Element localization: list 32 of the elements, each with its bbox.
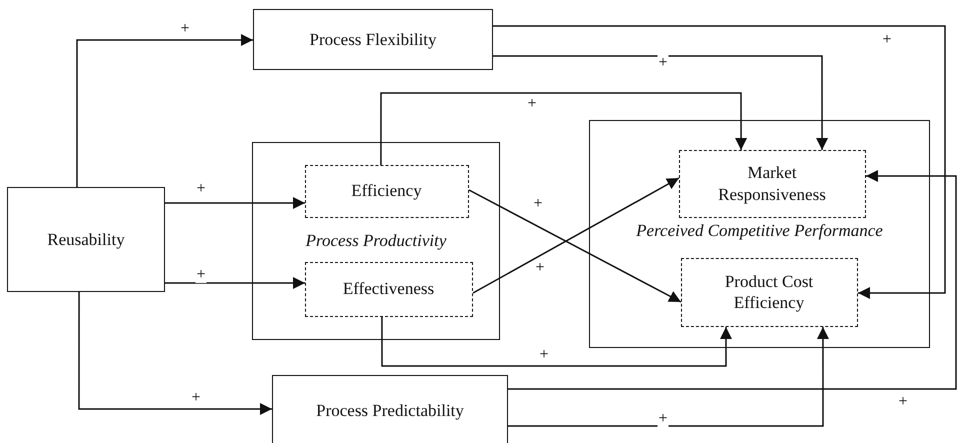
- node-label: Product Cost Efficiency: [724, 270, 814, 314]
- node-label: Efficiency: [350, 180, 423, 202]
- arrow: [493, 25, 946, 299]
- process-box: [272, 375, 508, 443]
- arrow: [493, 55, 828, 150]
- node-label: Process Predictability: [315, 400, 465, 422]
- arrow: [472, 177, 680, 294]
- group-box: [252, 142, 500, 340]
- node-label: Market Responsiveness: [717, 162, 827, 205]
- construct-box: [304, 262, 472, 316]
- group-label: Perceived Competitive Performance: [635, 221, 884, 241]
- arrow: [381, 317, 732, 367]
- process-box: [253, 9, 493, 70]
- arrow: [508, 327, 829, 427]
- node-label: Effectiveness: [342, 278, 436, 300]
- construct-box: [680, 258, 858, 326]
- edge-label: +: [195, 267, 207, 283]
- arrow: [508, 170, 957, 390]
- arrow: [78, 292, 272, 415]
- arrow: [380, 92, 748, 165]
- group-label: Process Productivity: [304, 231, 448, 251]
- node-label: Process Flexibility: [308, 28, 438, 50]
- node-label: Reusability: [46, 228, 126, 250]
- construct-box: [304, 164, 468, 218]
- process-box: [7, 187, 165, 292]
- construct-box: [678, 150, 866, 218]
- arrow: [76, 34, 253, 187]
- edge-label: +: [657, 411, 669, 427]
- arrow: [165, 197, 305, 209]
- arrow: [165, 277, 305, 289]
- group-box: [589, 120, 930, 348]
- arrow: [468, 189, 682, 303]
